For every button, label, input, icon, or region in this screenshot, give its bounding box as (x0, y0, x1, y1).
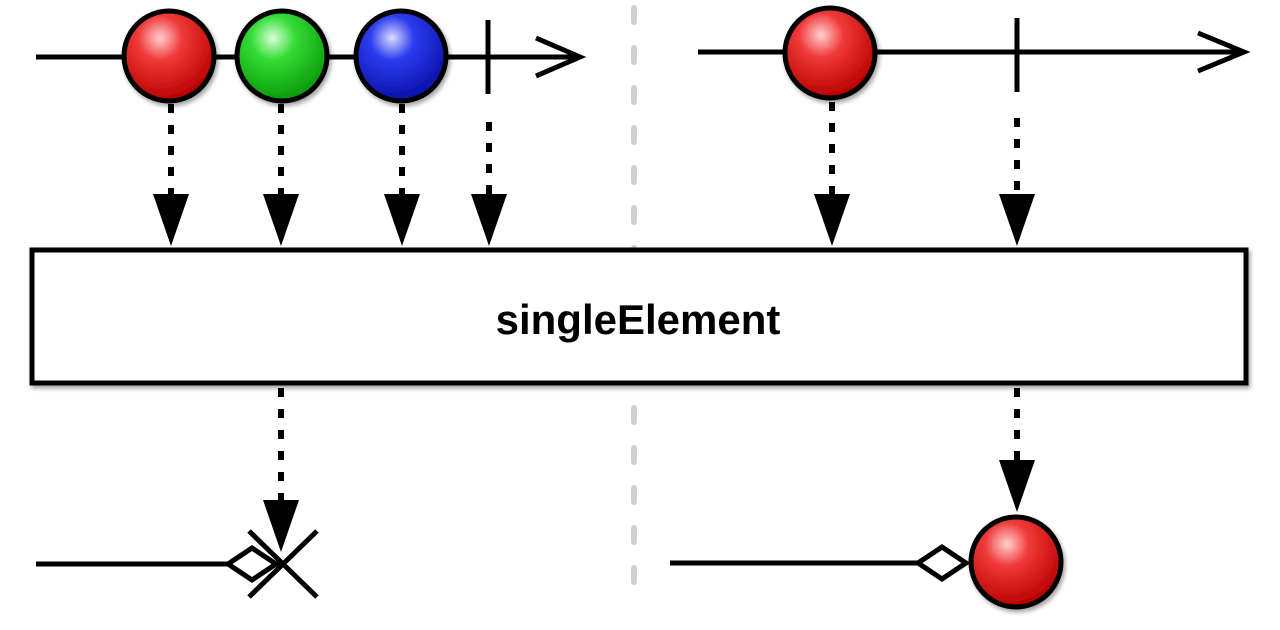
right-output-timeline (670, 514, 1064, 610)
left-input-arrows (153, 104, 507, 246)
right-output-red-marble (968, 514, 1064, 610)
left-output-arrow (263, 388, 299, 552)
left-green-marble (234, 8, 330, 104)
right-source-timeline (698, 5, 1251, 101)
right-source-arrowhead (1197, 30, 1251, 74)
right-red-marble (782, 5, 878, 101)
arrow-down-right-red (814, 194, 850, 246)
left-blue-marble (353, 8, 449, 104)
right-subscription-diamond-icon (913, 543, 971, 583)
left-source-timeline (36, 8, 587, 104)
left-source-arrowhead (535, 35, 587, 79)
arrow-down-left-output (263, 500, 299, 552)
arrow-down-completion (471, 194, 507, 246)
left-output-timeline (36, 529, 319, 599)
arrow-down-right-output (999, 460, 1035, 512)
right-output-arrow (999, 388, 1035, 512)
error-x-icon-stroke (247, 529, 319, 599)
left-red-marble (121, 8, 217, 104)
operator-box: singleElement (29, 247, 1249, 386)
arrow-down-red (153, 194, 189, 246)
arrow-down-right-completion (999, 194, 1035, 246)
right-input-arrows (814, 102, 1035, 246)
arrow-down-blue (384, 194, 420, 246)
left-subscription-diamond-icon (223, 544, 281, 584)
arrow-down-green (263, 194, 299, 246)
operator-label: singleElement (496, 296, 781, 343)
